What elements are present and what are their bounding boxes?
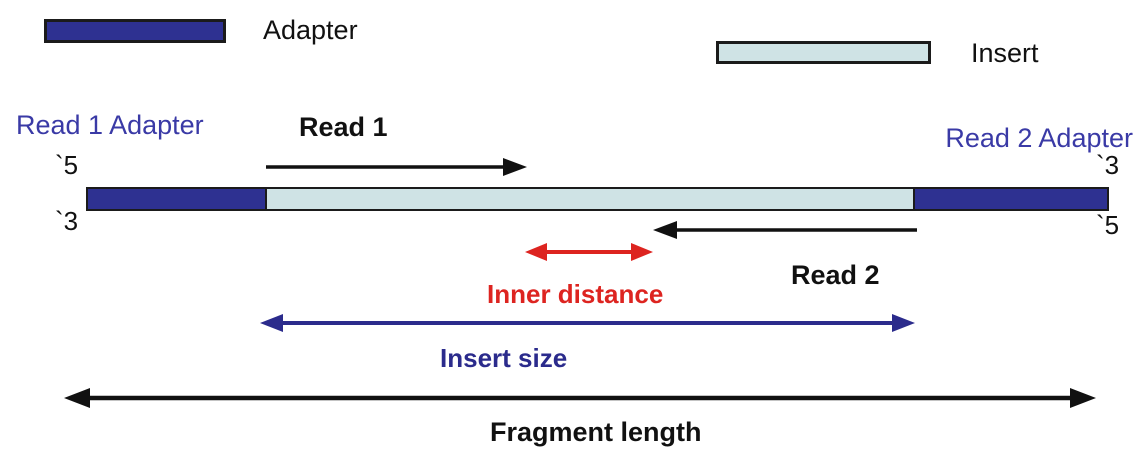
fragment-length-arrow [64,388,1096,408]
three-prime-left-label: `3 [55,206,79,236]
insert-size-arrow [260,314,915,332]
three-prime-right-label: `3 [1096,150,1120,180]
inner-distance-label: Inner distance [487,279,664,309]
adapter-segment-left [86,187,267,211]
five-prime-right-label: `5 [1096,210,1120,240]
read2-adapter-label: Read 2 Adapter [945,123,1133,153]
adapter-segment-right [913,187,1109,211]
read1-arrow [266,158,527,176]
adapter-legend-swatch [44,19,226,43]
insert-segment [265,187,915,211]
read1-label: Read 1 [299,112,388,142]
fragment-length-label: Fragment length [490,417,702,447]
read1-adapter-label: Read 1 Adapter [16,110,204,140]
insert-size-label: Insert size [440,343,568,373]
read2-label: Read 2 [791,260,880,290]
read2-arrow [653,221,917,239]
adapter-legend-label: Adapter [263,15,358,45]
five-prime-left-label: `5 [55,150,79,180]
insert-legend-swatch [716,41,931,64]
inner-distance-arrow [525,243,653,261]
insert-legend-label: Insert [971,38,1039,68]
